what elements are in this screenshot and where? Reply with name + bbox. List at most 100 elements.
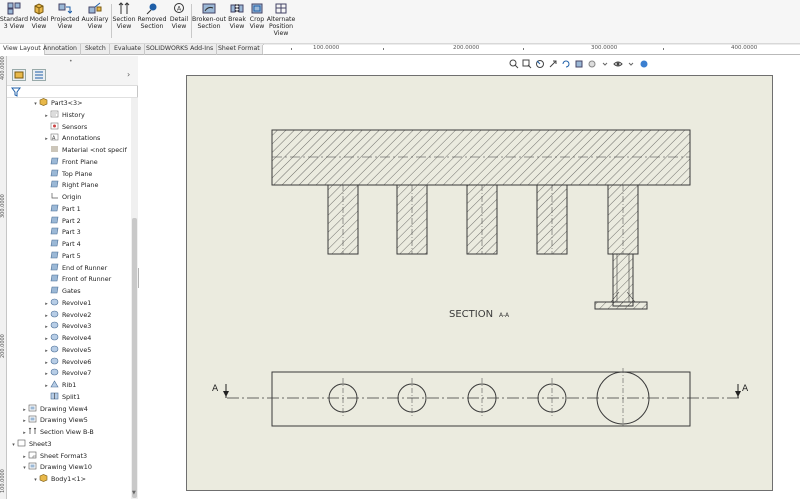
expand-right-arrow-icon[interactable]: ▸ (45, 136, 48, 143)
section-title-suffix[interactable]: A-A (499, 312, 510, 319)
tab-sketch[interactable]: Sketch (82, 44, 110, 55)
filter-icon[interactable] (11, 87, 21, 97)
sprue[interactable] (612, 253, 634, 307)
property-manager-tab[interactable] (32, 69, 46, 81)
tab-evaluate[interactable]: Evaluate (111, 44, 146, 55)
feature-manager-tab[interactable] (12, 69, 26, 81)
tree-filter-row[interactable] (7, 86, 138, 98)
expand-right-arrow-icon[interactable]: ▸ (23, 406, 26, 413)
hide-show-items-icon[interactable] (587, 59, 597, 69)
cut-label-right[interactable]: A (742, 384, 749, 394)
tab-sheet-format[interactable]: Sheet Format (215, 44, 264, 55)
tree-item[interactable]: ▸Revolve6 (43, 357, 91, 368)
tree-item[interactable]: Origin (43, 192, 81, 203)
panel-collapse-dot-icon[interactable]: • (69, 58, 73, 65)
removed-section-button[interactable]: Removed Section (137, 2, 167, 30)
rotate-view-icon[interactable] (561, 59, 571, 69)
top-view-outline[interactable] (271, 371, 691, 427)
tree-item[interactable]: ▾Drawing View10 (21, 462, 92, 473)
detail-view-button[interactable]: A Detail View (168, 2, 190, 30)
expand-right-arrow-icon[interactable]: ▸ (45, 336, 48, 342)
tree-item[interactable]: ▸History (43, 110, 85, 121)
tab-view-layout[interactable]: View Layout (0, 44, 45, 55)
tree-item[interactable]: ▾Part3<3> (32, 98, 82, 109)
tree-item[interactable]: ▾Sheet3 (10, 439, 52, 450)
expand-down-arrow-icon[interactable]: ▾ (12, 441, 15, 448)
section-title[interactable]: SECTION (449, 309, 493, 320)
tree-item[interactable]: ▸Revolve2 (43, 310, 91, 321)
tree-item[interactable]: Right Plane (43, 180, 98, 191)
tree-item[interactable]: Part 2 (43, 216, 81, 227)
crop-view-button[interactable]: Crop View (247, 2, 267, 30)
expand-right-arrow-icon[interactable]: ▸ (45, 300, 48, 307)
alternate-position-view-button[interactable]: Alternate Position View (267, 2, 295, 37)
tree-item[interactable]: Gates (43, 286, 81, 297)
expand-right-arrow-icon[interactable]: ▸ (45, 359, 48, 366)
sprue-base[interactable] (594, 301, 648, 310)
scroll-down-arrow-icon[interactable]: ▼ (132, 490, 136, 496)
tree-item[interactable]: Sensors (43, 122, 87, 133)
zoom-to-area-icon[interactable] (522, 59, 532, 69)
break-view-button[interactable]: Break View (227, 2, 247, 30)
expand-right-arrow-icon[interactable]: ▸ (45, 324, 48, 331)
expand-right-arrow-icon[interactable]: ▸ (45, 312, 48, 319)
tree-item[interactable]: Part 5 (43, 251, 81, 262)
tree-item[interactable]: ▸Rib1 (43, 380, 76, 391)
expand-right-arrow-icon[interactable]: ▸ (45, 371, 48, 378)
broken-out-section-button[interactable]: Broken-out Section (192, 2, 226, 30)
tree-item[interactable]: ▸Drawing View4 (21, 404, 88, 415)
expand-right-arrow-icon[interactable]: ▸ (23, 418, 26, 425)
drawing-sheet[interactable]: SECTION A-A A (186, 75, 773, 491)
tree-item[interactable]: ▸Revolve5 (43, 345, 91, 356)
expand-down-arrow-icon[interactable]: ▾ (34, 477, 37, 483)
tree-item[interactable]: Split1 (43, 392, 80, 403)
tree-item[interactable]: Front of Runner (43, 274, 111, 285)
tree-item[interactable]: Front Plane (43, 157, 98, 168)
previous-view-icon[interactable] (535, 59, 545, 69)
tree-item[interactable]: ▸Section View B-B (21, 427, 94, 438)
expand-right-arrow-icon[interactable]: ▸ (23, 430, 26, 436)
tree-item[interactable]: ▸Sheet Format3 (21, 451, 87, 462)
standard-3-view-button[interactable]: Standard 3 View (0, 2, 28, 30)
tree-item[interactable]: Top Plane (43, 169, 92, 180)
expand-down-arrow-icon[interactable]: ▾ (23, 465, 26, 472)
top-view[interactable]: A A (212, 368, 749, 428)
expand-right-arrow-icon[interactable]: ▸ (23, 453, 26, 460)
appearance-icon[interactable] (639, 59, 649, 69)
tab-solidworks-add-ins[interactable]: SOLIDWORKS Add-Ins (143, 44, 218, 55)
section-view-button[interactable]: Section View (112, 2, 136, 30)
expand-right-arrow-icon[interactable]: ▸ (45, 383, 48, 389)
runner-bar[interactable] (271, 129, 691, 186)
tree-item[interactable]: End of Runner (43, 263, 107, 274)
display-style-icon[interactable] (574, 59, 584, 69)
tree-item[interactable]: ▸Revolve1 (43, 298, 91, 309)
cut-label-left[interactable]: A (212, 384, 219, 394)
tree-item[interactable]: ▸Revolve4 (43, 333, 91, 344)
zoom-to-fit-icon[interactable] (509, 59, 519, 69)
view-settings-icon[interactable] (613, 59, 623, 69)
dropdown-chevron-icon[interactable] (626, 59, 636, 69)
tree-item[interactable]: Part 4 (43, 239, 81, 250)
panel-expand-chevron-icon[interactable]: › (127, 70, 131, 79)
tree-scrollbar[interactable]: ▼ (131, 98, 138, 499)
tab-annotation[interactable]: Annotation (40, 44, 81, 55)
tree-item[interactable]: ▸Revolve3 (43, 321, 91, 332)
model-view-button[interactable]: Model View (28, 2, 50, 30)
tree-item[interactable]: ▸Drawing View5 (21, 415, 88, 426)
tree-scrollbar-thumb[interactable] (132, 218, 137, 498)
tree-item[interactable]: ▸Revolve7 (43, 368, 91, 379)
projected-view-button[interactable]: Projected View (50, 2, 80, 30)
dropdown-chevron-icon[interactable] (600, 59, 610, 69)
tree-item[interactable]: ▾Body1<1> (32, 474, 86, 485)
expand-right-arrow-icon[interactable]: ▸ (45, 347, 48, 354)
auxiliary-view-button[interactable]: Auxiliary View (81, 2, 109, 30)
graphics-area[interactable]: SECTION A-A A (139, 56, 800, 499)
expand-down-arrow-icon[interactable]: ▾ (34, 101, 37, 107)
tree-item[interactable]: Part 3 (43, 227, 81, 238)
tree-item[interactable]: Part 1 (43, 204, 81, 215)
section-view-a-a[interactable] (271, 129, 691, 310)
pan-icon[interactable] (548, 59, 558, 69)
tree-item[interactable]: Material <not specif (43, 145, 127, 156)
expand-right-arrow-icon[interactable]: ▸ (45, 112, 48, 119)
